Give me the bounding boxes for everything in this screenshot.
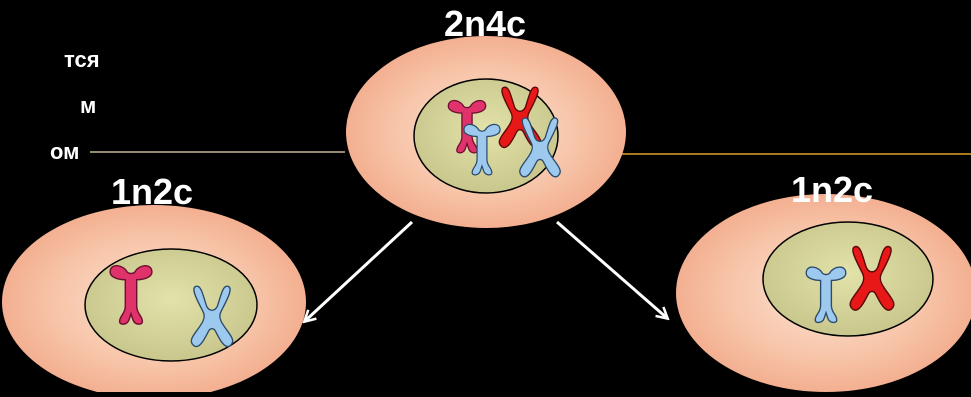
left-text-line: ом <box>50 129 150 175</box>
left-daughter-cell <box>2 205 306 392</box>
right-daughter-cell <box>676 194 971 392</box>
arrow-icon <box>305 222 412 321</box>
right-daughter-label: 1n2c <box>791 169 873 211</box>
parent-cell <box>346 36 626 228</box>
left-text-line: м <box>80 83 180 129</box>
arrow-icon <box>557 222 667 318</box>
left-text-line: тся <box>64 37 164 83</box>
right-nucleus <box>763 222 933 336</box>
left-daughter-label: 1n2c <box>111 171 193 213</box>
left-text-fragment: тся м ом <box>0 37 100 175</box>
parent-label: 2n4c <box>444 3 526 45</box>
